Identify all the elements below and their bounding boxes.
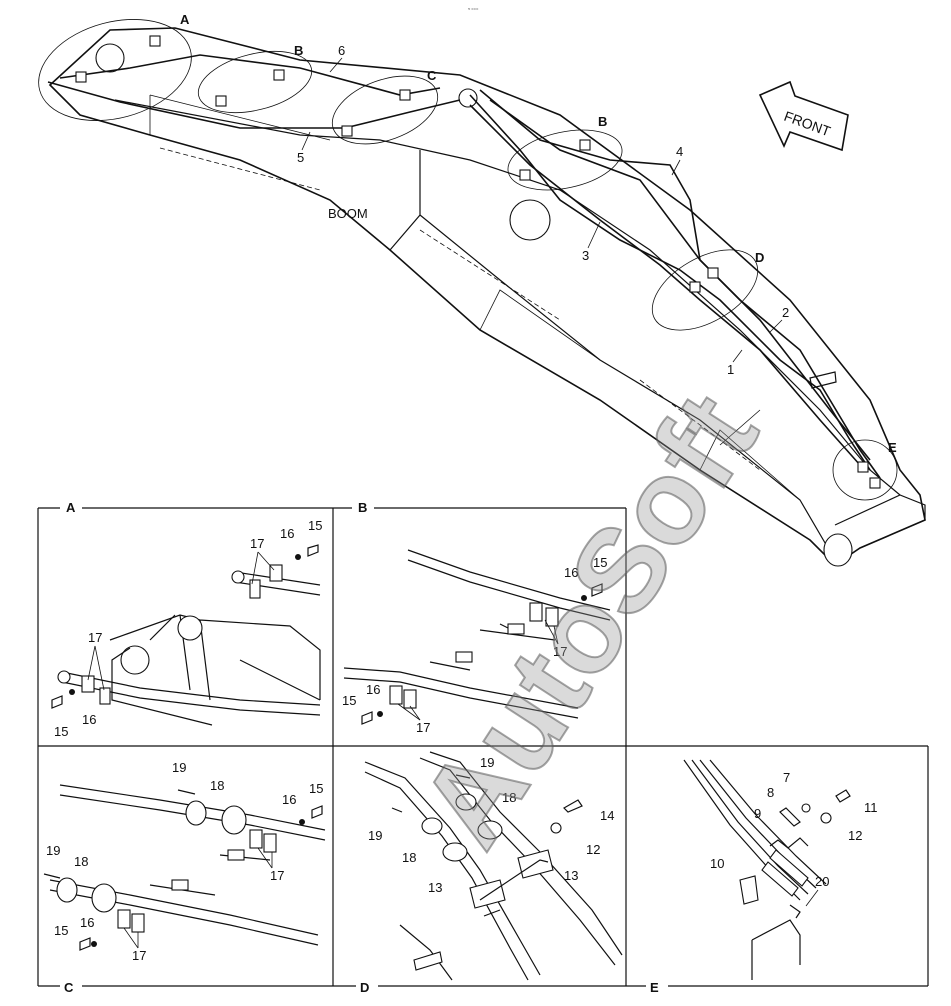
callout-4: 4 [676, 144, 683, 159]
panel-a-callout-15a: 15 [308, 518, 322, 533]
boom-body-outline [48, 27, 926, 567]
panel-c-callout-17a: 17 [270, 868, 284, 883]
pipe-line-5 [47, 81, 461, 129]
panel-e-callout-10: 10 [710, 856, 724, 871]
panel-c-callout-16a: 16 [282, 792, 296, 807]
boom-plate-line [149, 94, 801, 501]
panel-b-callout-17a: 17 [553, 644, 567, 659]
panel-d-callout-13b: 13 [564, 868, 578, 883]
panel-e-callout-11: 11 [864, 800, 878, 815]
callout-5: 5 [297, 150, 304, 165]
marker-b2: B [598, 114, 607, 129]
panel-b-callout-15a: 15 [593, 555, 607, 570]
boom-upper-edge [114, 99, 901, 496]
panel-c-callout-17b: 17 [132, 948, 146, 963]
panel-c-callout-18a: 18 [210, 778, 224, 793]
boom-cylinder-pin-boss [509, 199, 551, 241]
panel-c: C 19 18 16 15 17 19 18 16 15 17 [43, 760, 326, 995]
boom-label: BOOM [328, 206, 368, 221]
panel-e-callout-9: 9 [754, 806, 761, 821]
detail-ellipse-e [832, 439, 898, 501]
panel-b-callout-17b: 17 [416, 720, 430, 735]
marker-e: E [888, 440, 897, 455]
detail-panel-grid [37, 498, 929, 995]
callout-2: 2 [782, 305, 789, 320]
panel-d-callout-19b: 19 [368, 828, 382, 843]
pipe-line-1 [469, 104, 861, 466]
detail-ellipse-a [38, 19, 192, 121]
panel-e-callout-7: 7 [783, 770, 790, 785]
panel-a-callout-17b: 17 [88, 630, 102, 645]
marker-b1: B [294, 43, 303, 58]
panel-c-callout-19a: 19 [172, 760, 186, 775]
callout-1: 1 [727, 362, 734, 377]
panel-a-callout-16b: 16 [82, 712, 96, 727]
panel-c-callout-15a: 15 [309, 781, 323, 796]
panel-b-label: B [358, 500, 367, 515]
detail-ellipse-b1 [197, 51, 313, 113]
panel-d-callout-19a: 19 [480, 755, 494, 770]
panel-a: A 17 16 15 17 15 16 [51, 500, 322, 739]
front-arrow: FRONT [758, 80, 849, 152]
panel-b-callout-16a: 16 [564, 565, 578, 580]
panel-d-callout-12: 12 [586, 842, 600, 857]
panel-e-label: E [650, 980, 659, 995]
detail-ellipse-b2 [507, 129, 623, 191]
callout-6: 6 [338, 43, 345, 58]
panel-e: E 7 11 8 9 12 10 20 [650, 759, 878, 995]
boom-tip-pin-boss [823, 533, 853, 567]
panel-a-callout-15b: 15 [54, 724, 68, 739]
panel-a-callout-17a: 17 [250, 536, 264, 551]
boom-lower-edge [389, 150, 836, 561]
panel-c-label: C [64, 980, 74, 995]
marker-d: D [755, 250, 764, 265]
panel-a-callout-16a: 16 [280, 526, 294, 541]
boom-foot-pin-boss [95, 43, 125, 73]
panel-d-callout-13a: 13 [428, 880, 442, 895]
panel-d-label: D [360, 980, 369, 995]
clamps-overview [75, 35, 881, 489]
panel-c-callout-16b: 16 [80, 915, 94, 930]
panel-a-label: A [66, 500, 76, 515]
panel-d-callout-14: 14 [600, 808, 614, 823]
panel-e-callout-12: 12 [848, 828, 862, 843]
boom-tip-bracket [834, 494, 926, 549]
boom-overview: FRONT BOOM A B C B D E 6 5 4 3 2 1 [38, 12, 926, 567]
marker-a: A [180, 12, 190, 27]
boom-top-pin [458, 88, 478, 108]
marker-c: C [427, 68, 437, 83]
pipe-line-2 [489, 99, 871, 461]
panel-d-callout-18b: 18 [402, 850, 416, 865]
detail-ellipse-c [331, 75, 439, 145]
panel-c-callout-15b: 15 [54, 923, 68, 938]
boom-hidden-line [159, 147, 761, 471]
panel-d: D 19 18 14 19 18 12 13 13 [360, 751, 623, 995]
panel-b-callout-16b: 16 [366, 682, 380, 697]
callout-3: 3 [582, 248, 589, 263]
header-mark: ≈ === [468, 6, 479, 11]
panel-b-callout-15b: 15 [342, 693, 356, 708]
watermark: AutoSoft [395, 371, 783, 869]
panel-e-callout-8: 8 [767, 785, 774, 800]
panel-d-callout-18a: 18 [502, 790, 516, 805]
panel-b: B 16 15 17 16 15 17 [342, 500, 611, 735]
panel-e-callout-20: 20 [815, 874, 829, 889]
boom-mid-bracket [809, 371, 837, 389]
panel-c-callout-18b: 18 [74, 854, 88, 869]
detail-ellipse-d [651, 249, 759, 331]
panel-c-callout-19b: 19 [46, 843, 60, 858]
